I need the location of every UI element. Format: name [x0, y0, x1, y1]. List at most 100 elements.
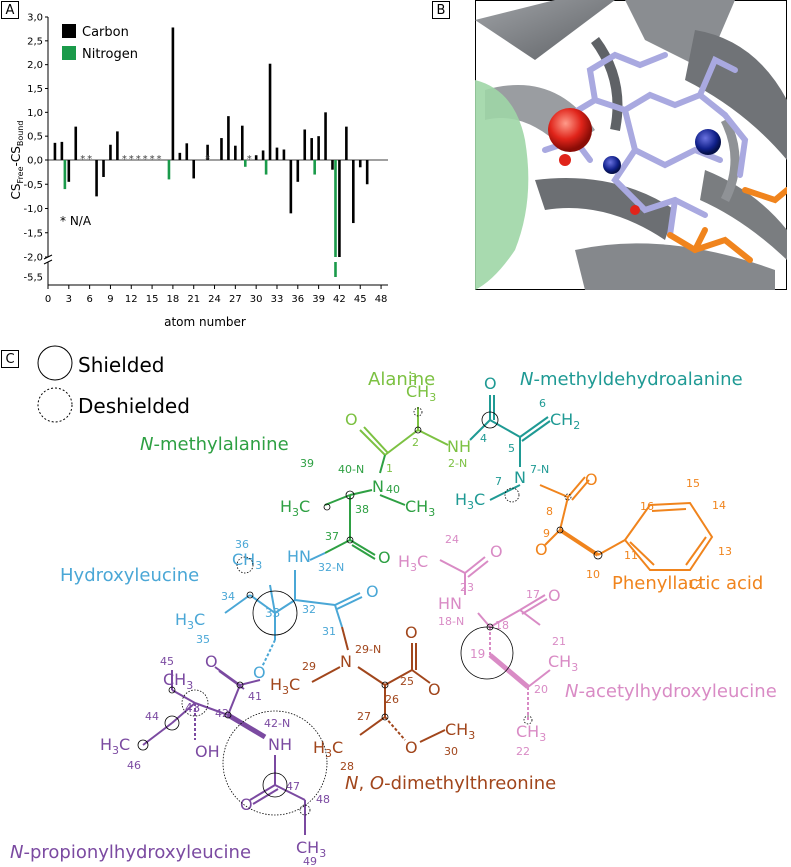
atom-11: 11	[624, 549, 638, 562]
atom-29-n: 29-N	[355, 643, 381, 656]
atom-27: 27	[357, 710, 371, 723]
nitrogen-bar	[63, 160, 67, 190]
phl-ch3: CH3	[163, 670, 193, 692]
mdha-ch2: CH2	[550, 410, 580, 432]
carbon-bar	[116, 131, 119, 160]
atom-24: 24	[445, 533, 459, 546]
shield-4	[481, 411, 499, 429]
deshield-8	[564, 493, 572, 501]
deshield-22	[523, 715, 533, 725]
shield-26	[381, 681, 389, 689]
phenyllactic-name: Phenyllactic acid	[612, 573, 763, 594]
x-tick-label: 15	[146, 294, 159, 305]
carbon-bar	[60, 141, 64, 160]
ala-ch3: CH3	[406, 382, 436, 404]
axis-break-mark-2	[43, 259, 53, 265]
phl-o2: O	[240, 795, 253, 814]
shield-38	[345, 490, 355, 500]
atom-5: 5	[508, 442, 515, 455]
atom-18-n: 18-N	[438, 615, 464, 628]
carbon-bar	[67, 160, 71, 182]
carbon-bar	[74, 126, 78, 160]
carbon-bar	[220, 138, 223, 160]
deshield-43	[181, 689, 209, 717]
carbon-bar	[268, 63, 272, 160]
phl-o: O	[205, 652, 218, 671]
carbon-bar	[192, 160, 196, 179]
mdha-bonds	[469, 395, 551, 501]
atom-12: 12	[688, 578, 702, 591]
y-tick-label: -2,0	[23, 253, 43, 264]
carbon-bar	[310, 138, 313, 160]
atom-38: 38	[355, 503, 369, 516]
shield-46	[137, 739, 149, 751]
shield-41	[236, 681, 244, 689]
y-tick-label: -5,5	[23, 273, 43, 284]
shield-19	[460, 626, 514, 680]
mala-h3c: H3C	[280, 497, 310, 519]
atom-49: 49	[303, 855, 317, 865]
na-marker: *	[205, 154, 210, 165]
atom-8: 8	[546, 505, 553, 518]
carbon-bar	[240, 125, 244, 160]
atom-40-n: 40-N	[338, 463, 364, 476]
atom-10: 10	[586, 568, 600, 581]
x-tick-label: 21	[187, 294, 200, 305]
x-tick-label: 9	[107, 294, 113, 305]
atom-34: 34	[221, 590, 235, 603]
molecule-diagram: Shielded Deshielded Alanine 3 CH3 O 1 2 …	[10, 345, 777, 865]
atom-29: 29	[302, 660, 316, 673]
x-tick-label: 27	[229, 294, 242, 305]
mdha-n: N	[514, 468, 526, 487]
carbon-bar	[275, 147, 279, 160]
hyl-bonds	[224, 552, 363, 668]
dmt-h3c-b: H3C	[313, 738, 343, 760]
phl-name: N-propionylhydroxyleucine	[10, 842, 251, 863]
dmt-o2: O	[428, 680, 441, 699]
y-tick-label: 1,0	[27, 108, 43, 119]
x-tick-label: 33	[271, 294, 284, 305]
ala-nh: NH	[447, 437, 471, 456]
x-axis-label: atom number	[164, 315, 246, 329]
shield-44	[164, 715, 180, 731]
y-tick-label: -1,5	[23, 228, 43, 239]
mdha-o: O	[484, 374, 497, 393]
deshielded-legend-label: Deshielded	[78, 394, 190, 418]
y-axis-label: CSFree-CSBound	[9, 121, 25, 200]
carbon-bar	[185, 143, 189, 160]
atom-44: 44	[145, 710, 159, 723]
mala-name: N-methylalanine	[140, 434, 289, 455]
atom-7: 7	[495, 475, 502, 488]
carbon-bar	[296, 160, 300, 182]
deshield-3	[413, 407, 423, 417]
shield-27	[381, 713, 389, 721]
atom-9: 9	[543, 527, 550, 540]
y-tick-label: -1,0	[23, 204, 43, 215]
phl-nh: NH	[268, 735, 292, 754]
x-tick-label: 39	[312, 294, 325, 305]
atom-42-n: 42-N	[264, 717, 290, 730]
atom-45: 45	[160, 655, 174, 668]
carbon-bar	[358, 160, 362, 168]
x-tick-label: 45	[354, 294, 367, 305]
carbon-bar	[254, 155, 258, 160]
atom-16: 16	[640, 500, 654, 513]
svg-text:CSFree-CSBound: CSFree-CSBound	[9, 121, 25, 200]
atom-28: 28	[340, 760, 354, 773]
atom-26: 26	[385, 693, 399, 706]
x-tick-label: 48	[375, 294, 388, 305]
carbon-bar	[303, 129, 307, 160]
carbon-bar	[53, 142, 57, 160]
y-tick-label: 2,5	[27, 36, 43, 47]
dmt-h3c: H3C	[270, 675, 300, 697]
panel-b-label: B	[432, 1, 450, 19]
x-tick-label: 6	[86, 294, 92, 305]
carbon-bar	[261, 150, 265, 160]
legend-nitrogen-swatch	[62, 46, 76, 60]
na-marker: *	[87, 154, 92, 165]
phl-bonds	[142, 666, 306, 835]
carbon-bar	[324, 112, 327, 160]
na-note: * N/A	[60, 214, 92, 228]
atom-25: 25	[400, 675, 414, 688]
y-tick-label: -0,5	[23, 180, 43, 191]
